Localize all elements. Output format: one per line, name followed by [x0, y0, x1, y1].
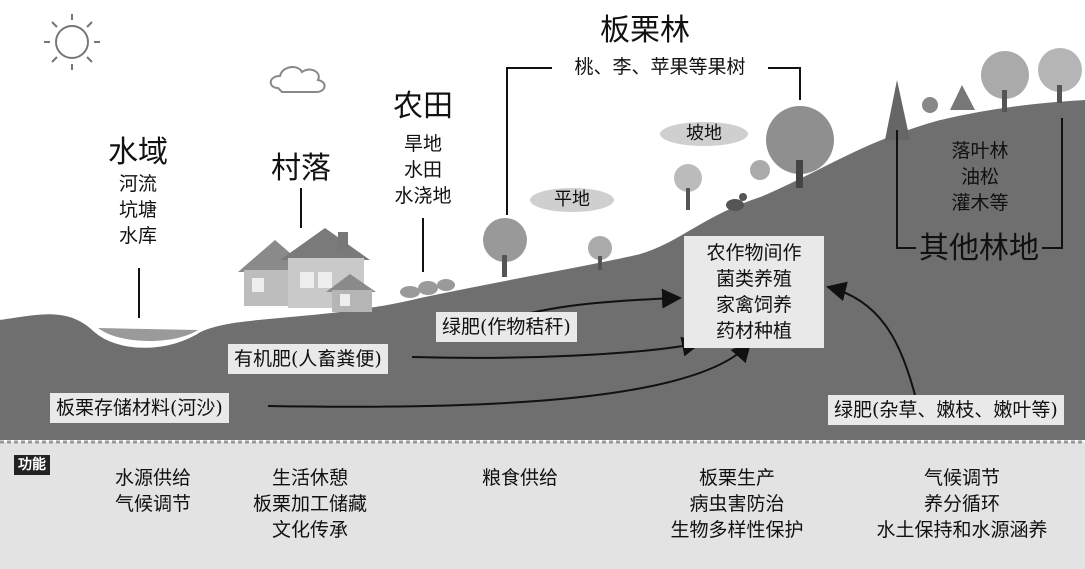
water-item-2: 坑塘 — [118, 199, 157, 221]
slope-label: 坡地 — [660, 122, 748, 146]
chestnut-bracket-right — [768, 67, 801, 100]
function-item: 气候调节 — [923, 467, 1000, 489]
chestnut-subtitle: 桃、李、苹果等果树 — [574, 56, 746, 78]
function-item: 气候调节 — [114, 493, 191, 515]
forest-title: 其他林地 — [919, 231, 1039, 266]
house-icon — [238, 228, 376, 312]
water-item-3: 水库 — [118, 225, 157, 247]
flat-label: 平地 — [530, 188, 614, 212]
chestnut-title: 板栗林 — [600, 13, 690, 48]
function-column-farmland: 粮食供给 — [460, 465, 580, 491]
function-item: 粮食供给 — [481, 467, 558, 489]
organic-manure-label: 有机肥(人畜粪便) — [228, 344, 388, 374]
water-title: 水域 — [108, 135, 168, 170]
storage-material-label: 板栗存储材料(河沙) — [50, 393, 229, 423]
farmland-item-2: 水田 — [403, 159, 442, 181]
fruit-tree-icons — [483, 106, 834, 277]
function-item: 生活休憩 — [271, 467, 348, 489]
forest-item-3: 灌木等 — [951, 192, 1009, 214]
forest-item-1: 落叶林 — [951, 140, 1009, 162]
function-item: 文化传承 — [271, 519, 348, 541]
crop-icons — [400, 279, 455, 298]
function-item: 水源供给 — [114, 467, 191, 489]
practice-4: 药材种植 — [715, 320, 792, 342]
chestnut-bracket — [506, 67, 552, 215]
farmland-title: 农田 — [393, 89, 453, 124]
function-column-water: 水源供给 气候调节 — [98, 465, 208, 517]
cloud-icon — [269, 66, 326, 93]
green-manure-weeds-label: 绿肥(杂草、嫩枝、嫩叶等) — [828, 395, 1064, 425]
water-item-1: 河流 — [118, 173, 157, 195]
forest-bracket-right — [1042, 118, 1063, 249]
function-band — [0, 442, 1085, 569]
village-title: 村落 — [271, 151, 331, 186]
function-column-chestnut: 板栗生产 病虫害防治 生物多样性保护 — [652, 465, 822, 543]
function-item: 生物多样性保护 — [670, 519, 804, 541]
function-label: 功能 — [14, 455, 50, 475]
function-item: 养分循环 — [923, 493, 1000, 515]
sun-icon — [44, 14, 100, 70]
function-item: 板栗加工储藏 — [252, 493, 367, 515]
practice-3: 家禽饲养 — [715, 294, 792, 316]
function-item: 水土保持和水源涵养 — [876, 519, 1048, 541]
green-manure-straw-label: 绿肥(作物秸秆) — [436, 312, 577, 342]
forest-bracket-left — [896, 130, 916, 249]
function-column-village: 生活休憩 板栗加工储藏 文化传承 — [240, 465, 380, 543]
farmland-item-3: 水浇地 — [394, 185, 452, 207]
farmland-item-1: 旱地 — [403, 133, 442, 155]
practice-1: 农作物间作 — [706, 242, 802, 264]
arrow-storage — [267, 341, 752, 408]
practices-box: 农作物间作 菌类养殖 家禽饲养 药材种植 — [684, 236, 824, 348]
ground-surface-line — [0, 96, 1085, 348]
arrow-organic — [411, 336, 702, 359]
duck-icon — [726, 193, 747, 211]
arrow-weeds — [826, 281, 916, 396]
function-item: 病虫害防治 — [689, 493, 785, 515]
practice-2: 菌类养殖 — [715, 268, 792, 290]
water-body — [98, 328, 198, 342]
function-item: 板栗生产 — [698, 467, 775, 489]
function-column-forest: 气候调节 养分循环 水土保持和水源涵养 — [862, 465, 1062, 543]
forest-tree-icons — [885, 48, 1082, 140]
forest-item-2: 油松 — [960, 166, 999, 188]
